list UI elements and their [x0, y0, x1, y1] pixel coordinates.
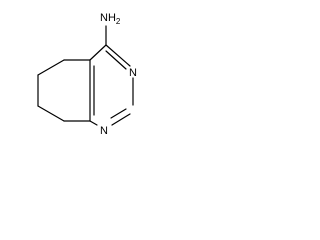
bond-c7-c8 — [37, 105, 65, 122]
amine-label-subscript: 2 — [116, 17, 121, 26]
bond-c4-n3-inner — [105, 50, 127, 70]
bond-c2-n1-inner — [110, 108, 127, 119]
carbocycle-ring — [37, 59, 91, 122]
bond-c5-c6 — [37, 59, 65, 76]
bond-c4a-c4 — [89, 44, 107, 61]
bond-c4-n3 — [105, 44, 131, 67]
nitrogen-label-n1: N — [100, 125, 108, 137]
bond-c2-n1 — [111, 113, 131, 126]
pyrimidine-ring — [89, 44, 134, 126]
amine-label-text: NH — [100, 12, 116, 24]
nitrogen-label-n3: N — [129, 67, 137, 79]
tetrahydroquinazolin-amine-structure: NH2 N N — [37, 12, 137, 137]
bond-n1-c8a — [89, 120, 98, 126]
amine-group-label: NH2 — [100, 12, 121, 26]
